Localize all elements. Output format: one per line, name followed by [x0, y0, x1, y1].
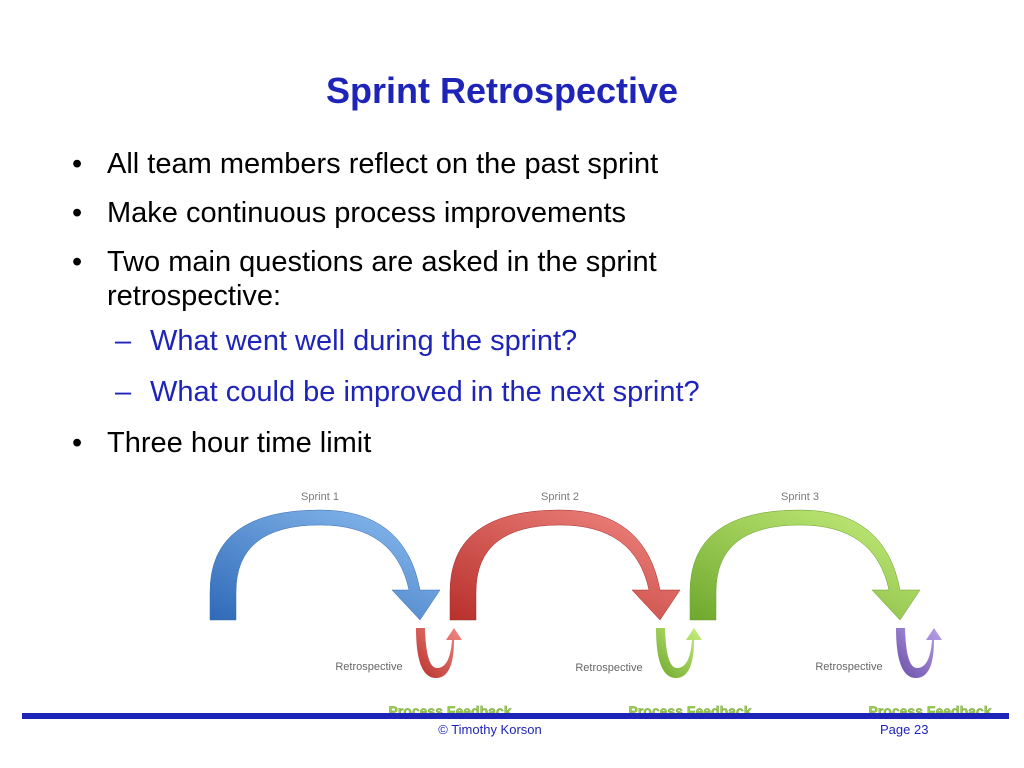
retrospective-1-arrow	[416, 628, 462, 678]
retrospective-label: Retrospective	[335, 661, 402, 673]
retrospective-label: Retrospective	[575, 662, 642, 674]
footer-divider	[22, 713, 1009, 719]
dash-icon: –	[115, 325, 132, 357]
retrospective-2-arrow	[656, 628, 702, 678]
sub-bullet-item: –What went well during the sprint?	[72, 324, 972, 358]
bullet-dot-icon: •	[72, 148, 83, 180]
retrospective-label: Retrospective	[815, 661, 882, 673]
bullet-item: • Two main questions are asked in the spr…	[72, 245, 972, 313]
sprint-label: Sprint 3	[781, 491, 819, 503]
sprint-label: Sprint 2	[541, 491, 579, 503]
sprint-cycle-diagram: Sprint 1 Retrospective Process Feedback …	[209, 491, 992, 719]
bullet-item: • All team members reflect on the past sp…	[72, 147, 972, 181]
retrospective-3-arrow	[896, 628, 942, 678]
slide-title: Sprint Retrospective	[325, 70, 679, 111]
sub-bullet-text: What could be improved in the next sprin…	[150, 376, 700, 408]
sprint-1-arc-arrow	[209, 509, 441, 621]
bullet-text: Two main questions are asked in the spri…	[107, 246, 657, 312]
bullet-item: • Make continuous process improvements	[72, 196, 972, 230]
bullet-dot-icon: •	[72, 427, 83, 459]
bullet-text: Make continuous process improvements	[107, 197, 627, 229]
sprint-3-group: Sprint 3 Retrospective Process Feedback	[689, 491, 992, 719]
bullet-dot-icon: •	[72, 197, 83, 229]
sprint-label: Sprint 1	[301, 491, 339, 503]
sub-bullet-item: –What could be improved in the next spri…	[72, 375, 972, 409]
bullet-item: • Three hour time limit	[72, 426, 972, 460]
sprint-3-arc-arrow	[689, 509, 921, 621]
dash-icon: –	[115, 376, 132, 408]
bullet-list: • All team members reflect on the past sp…	[72, 147, 972, 475]
bullet-text: Three hour time limit	[107, 427, 372, 459]
bullet-dot-icon: •	[72, 246, 83, 278]
bullet-text: All team members reflect on the past spr…	[107, 148, 659, 180]
page-number: Page 23	[880, 722, 929, 737]
copyright-text: © Timothy Korson	[438, 722, 542, 737]
sprint-2-arc-arrow	[449, 509, 681, 621]
sprint-2-group: Sprint 2 Retrospective Process Feedback	[449, 491, 752, 719]
sub-bullet-text: What went well during the sprint?	[150, 325, 578, 357]
